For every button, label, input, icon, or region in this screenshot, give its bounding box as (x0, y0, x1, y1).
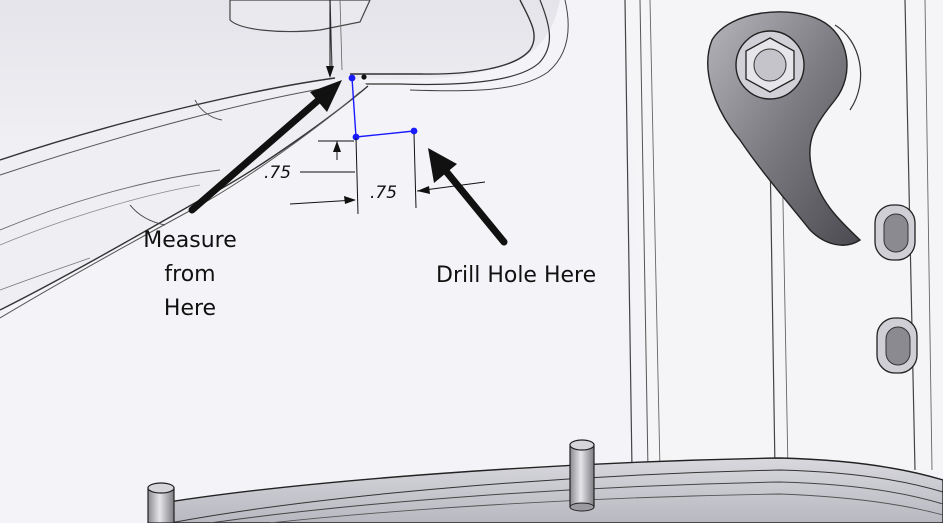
sketch-point-hole (410, 127, 418, 135)
latch-assembly (707, 11, 862, 246)
measure-from-label: Measure from Here (120, 224, 260, 326)
dimension-value-vertical[interactable]: .75 (264, 163, 292, 183)
right-panel (624, 0, 943, 471)
measure-from-line-3: Here (163, 296, 217, 321)
measure-from-line-1: Measure (143, 228, 237, 253)
origin-point (361, 74, 367, 80)
sketch-geometry (348, 74, 418, 141)
drill-hole-label: Drill Hole Here (436, 263, 597, 288)
slot-upper (874, 204, 916, 261)
sketch-point-edge (348, 74, 356, 82)
arrow-measure-from (188, 80, 342, 214)
pin-left (147, 482, 175, 523)
dimension-value-horizontal[interactable]: .75 (370, 183, 398, 203)
dimension-vertical (300, 0, 355, 173)
arrow-drill-hole (428, 148, 508, 246)
dimension-horizontal (289, 133, 486, 215)
pin-right (569, 439, 595, 512)
slot-lower (876, 317, 918, 374)
base-plate (149, 457, 943, 523)
measure-from-line-2: from (164, 262, 216, 287)
sketch-point-corner (352, 133, 360, 141)
